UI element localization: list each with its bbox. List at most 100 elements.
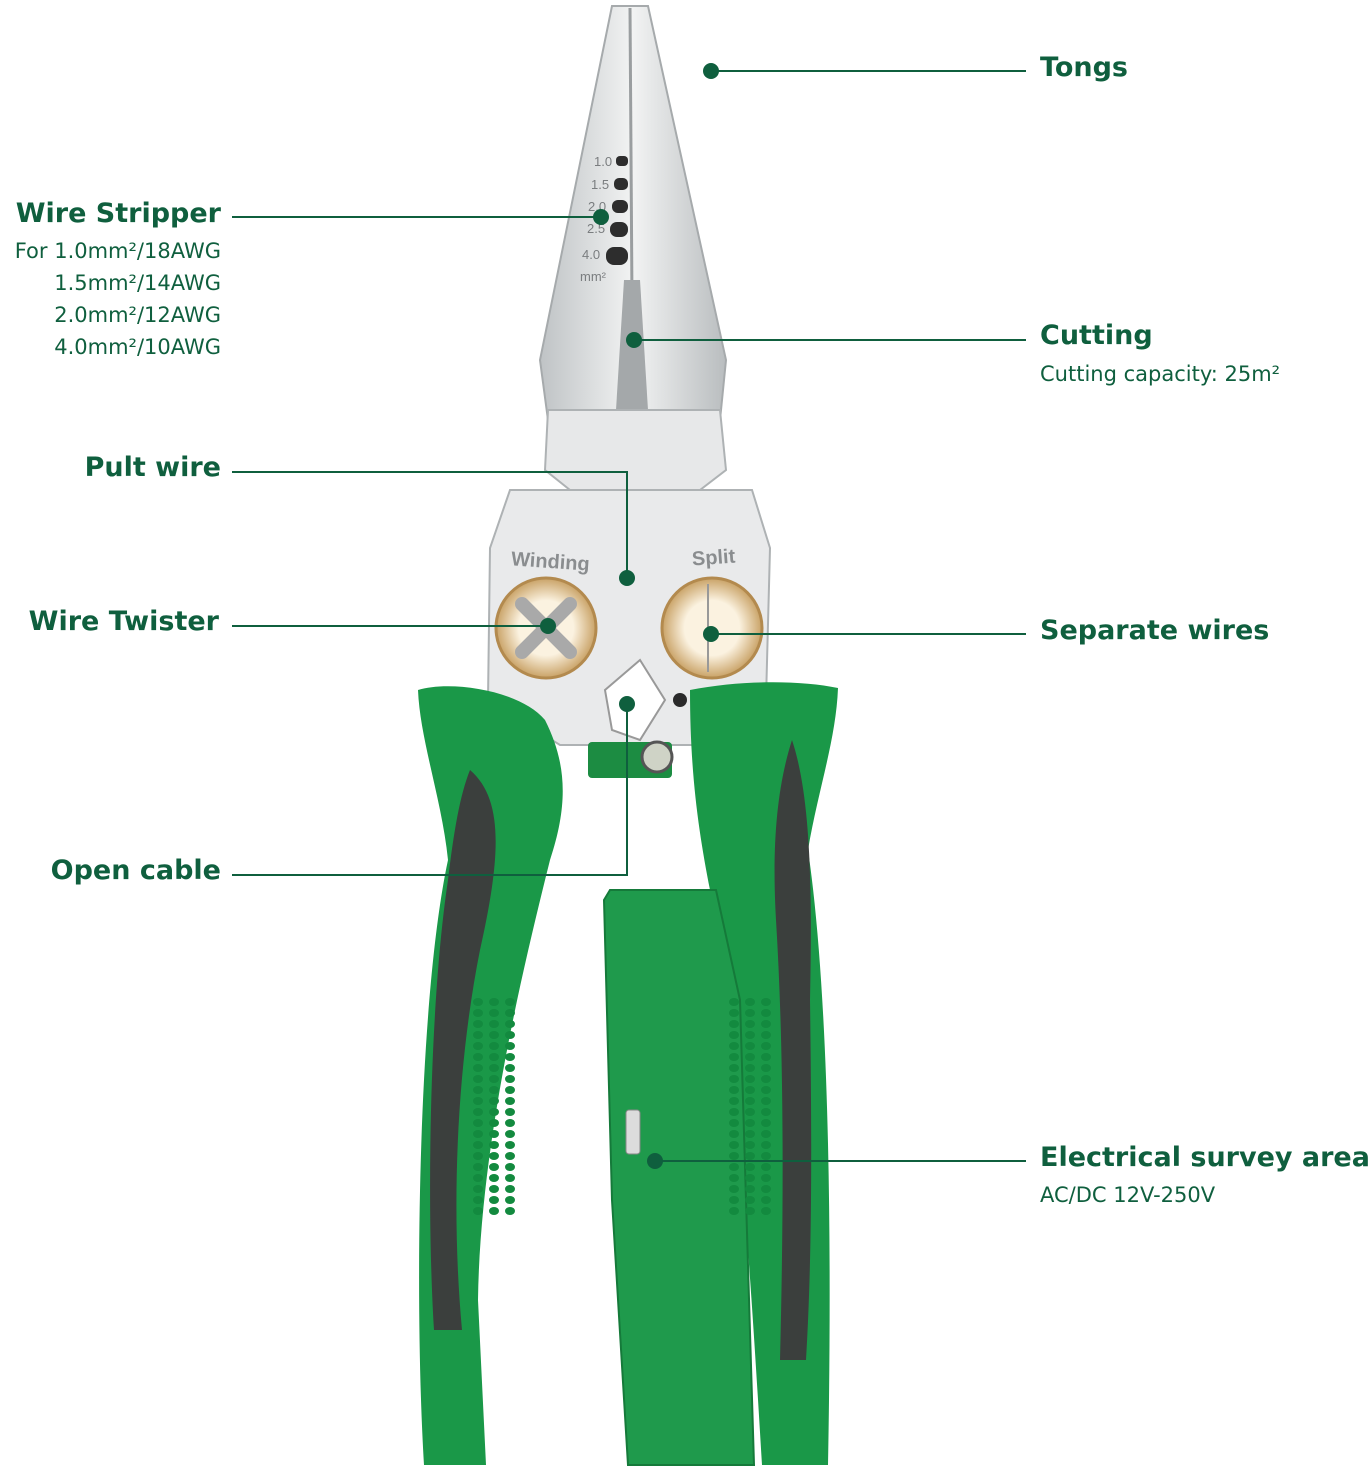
dot-pult-wire xyxy=(619,570,635,586)
grip-dot xyxy=(729,1141,739,1149)
grip-dot xyxy=(473,1141,483,1149)
grip-dot xyxy=(761,1130,771,1138)
grip-dot xyxy=(745,1174,755,1182)
grip-dot xyxy=(473,1042,483,1050)
grip-dot xyxy=(761,1097,771,1105)
grip-dot xyxy=(729,1042,739,1050)
callout-separate-wires: Separate wires xyxy=(1040,615,1270,646)
grip-dot xyxy=(473,1020,483,1028)
dot-electrical-survey xyxy=(647,1153,663,1169)
grip-dot xyxy=(505,1042,515,1050)
grip-dot xyxy=(505,1064,515,1072)
right-handle-grip xyxy=(774,740,812,1360)
grip-dot xyxy=(489,1141,499,1149)
callout-electrical-survey: Electrical survey area xyxy=(1040,1142,1368,1173)
grip-dot xyxy=(505,1031,515,1039)
grip-dot xyxy=(489,1196,499,1204)
grip-dot xyxy=(729,1075,739,1083)
grip-dot xyxy=(761,1141,771,1149)
callout-open-cable: Open cable xyxy=(50,855,221,886)
grip-dot xyxy=(729,1097,739,1105)
electrical-survey-voltage: AC/DC 12V-250V xyxy=(1040,1183,1216,1207)
grip-dot xyxy=(489,1053,499,1061)
grip-dot xyxy=(489,1042,499,1050)
grip-dot xyxy=(745,1163,755,1171)
grip-dot xyxy=(489,1108,499,1116)
pivot-dot xyxy=(673,693,687,707)
grip-dot xyxy=(729,1152,739,1160)
grip-dot xyxy=(729,1174,739,1182)
grip-dot xyxy=(473,1185,483,1193)
grip-dot xyxy=(761,1119,771,1127)
dot-wire-twister xyxy=(540,618,556,634)
grip-dot xyxy=(505,1119,515,1127)
grip-dot xyxy=(761,1086,771,1094)
grip-dot xyxy=(729,1196,739,1204)
grip-dot xyxy=(761,1174,771,1182)
callout-tongs: Tongs xyxy=(1040,52,1129,83)
grip-dot xyxy=(729,1086,739,1094)
grip-dot xyxy=(761,1163,771,1171)
grip-dot xyxy=(505,1152,515,1160)
callout-wire-stripper: Wire Stripper xyxy=(15,198,221,229)
grip-dot xyxy=(489,1185,499,1193)
grip-dot xyxy=(745,1196,755,1204)
grip-dot xyxy=(761,1108,771,1116)
grip-dot xyxy=(505,1020,515,1028)
grip-dot xyxy=(505,1141,515,1149)
grip-dot xyxy=(473,1152,483,1160)
grip-dot xyxy=(489,998,499,1006)
grip-dot xyxy=(505,1086,515,1094)
grip-dot xyxy=(505,1108,515,1116)
grip-dot xyxy=(761,1020,771,1028)
strip-holes xyxy=(606,156,628,265)
grip-dot xyxy=(761,1064,771,1072)
grip-dot xyxy=(505,1053,515,1061)
grip-dot xyxy=(745,1097,755,1105)
left-handle-grip xyxy=(430,770,496,1330)
tester-contact xyxy=(625,1109,641,1155)
grip-dot xyxy=(729,1064,739,1072)
grip-dot xyxy=(745,1053,755,1061)
grip-dot xyxy=(489,1207,499,1215)
grip-dots-right xyxy=(729,998,771,1215)
grip-dot xyxy=(473,1163,483,1171)
engraving-split: Split xyxy=(691,546,736,571)
grip-dot xyxy=(745,1086,755,1094)
grip-dot xyxy=(761,1053,771,1061)
grip-dot xyxy=(745,1031,755,1039)
grip-dot xyxy=(729,1031,739,1039)
grip-dot xyxy=(489,1020,499,1028)
grip-dot xyxy=(729,1020,739,1028)
grip-dot xyxy=(505,1163,515,1171)
dot-cutting xyxy=(626,332,642,348)
grip-dot xyxy=(505,1009,515,1017)
callout-cutting: Cutting xyxy=(1040,320,1153,351)
grip-dot xyxy=(473,1119,483,1127)
grip-dot xyxy=(473,1086,483,1094)
dot-wire-stripper xyxy=(593,209,609,225)
leader-lines xyxy=(232,70,1026,1162)
wire-stripper-spec-4: 4.0mm²/10AWG xyxy=(54,335,221,359)
grip-dot xyxy=(729,1130,739,1138)
grip-dot xyxy=(489,1130,499,1138)
wire-stripper-spec-3: 2.0mm²/12AWG xyxy=(54,303,221,327)
pliers-neck xyxy=(543,409,728,491)
size-label-5: 4.0 xyxy=(582,247,600,262)
grip-dot xyxy=(505,1130,515,1138)
grip-dot xyxy=(761,1207,771,1215)
grip-dot xyxy=(473,1130,483,1138)
grip-dot xyxy=(489,1086,499,1094)
grip-dot xyxy=(745,1130,755,1138)
grip-dot xyxy=(729,998,739,1006)
engraving-winding: Winding xyxy=(510,548,590,575)
grip-dot xyxy=(745,1185,755,1193)
dot-tongs xyxy=(703,63,719,79)
grip-dot xyxy=(745,1119,755,1127)
grip-dot xyxy=(745,1009,755,1017)
grip-dot xyxy=(729,1163,739,1171)
grip-dot xyxy=(473,1196,483,1204)
pivot-screw xyxy=(640,740,674,774)
grip-dot xyxy=(761,1042,771,1050)
